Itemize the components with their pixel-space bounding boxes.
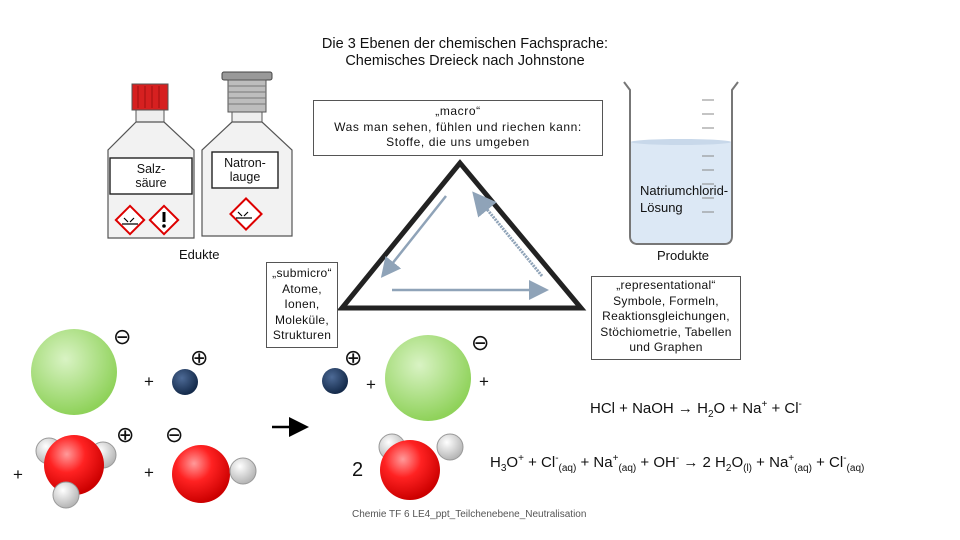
- eq1-sub-1: 2: [707, 409, 714, 420]
- eq2-p5: + OH: [636, 454, 676, 471]
- ionic-equation: H3O+ + Cl-(aq) + Na+(aq) + OH- → 2 H2O(l…: [490, 453, 864, 474]
- charge-plus-sodium-right: ⊕: [344, 345, 363, 370]
- water-coefficient: 2: [352, 459, 364, 481]
- eq2-s4: 2: [725, 463, 732, 474]
- plus-sign-2: +: [366, 375, 376, 394]
- submicro-line-5: Strukturen: [272, 328, 332, 342]
- eq2-p4: + Na: [576, 454, 613, 471]
- representational-line-3: Reaktionsgleichungen,: [602, 309, 730, 323]
- eq1-sup-2: -: [798, 399, 802, 410]
- charge-plus-sodium-left: ⊕: [190, 345, 209, 370]
- educts-label: Edukte: [179, 247, 220, 262]
- sodium-ion-right: [322, 368, 348, 394]
- charge-minus-chloride-right: ⊖: [471, 330, 490, 355]
- eq2-s7: (aq): [846, 463, 865, 474]
- beaker-label-line-1: Natriumchlorid-: [640, 183, 729, 198]
- chloride-ion-right: [385, 335, 471, 421]
- eq2-u4: -: [675, 453, 680, 464]
- macro-line-2: Was man sehen, fühlen und riechen kann:: [334, 119, 582, 134]
- molecular-equation: HCl + NaOH → H2O + Na+ + Cl-: [590, 399, 802, 420]
- eq2-p6: → 2 H: [679, 454, 726, 471]
- charge-minus-hydroxide: ⊖: [165, 422, 184, 447]
- beaker-icon: [623, 81, 739, 245]
- plus-sign-5: +: [144, 463, 154, 482]
- charge-minus-chloride-left: ⊖: [113, 324, 132, 349]
- water-molecule: [378, 433, 464, 500]
- hydroxide-ion: [172, 445, 257, 503]
- products-label: Produkte: [657, 248, 710, 263]
- eq2-p7: O: [731, 454, 744, 471]
- representational-box: „representational“ Symbole, Formeln, Rea…: [591, 276, 741, 360]
- representational-title: „representational“: [616, 278, 716, 292]
- sodium-ion-left: [172, 369, 198, 395]
- triangle-arrows: [380, 191, 549, 300]
- naoh-label-line-1: Natron-: [224, 156, 266, 170]
- chemical-triangle: [336, 159, 587, 311]
- hcl-bottle-label: Salz- säure: [112, 162, 190, 190]
- charge-plus-hydronium: ⊕: [116, 422, 135, 447]
- eq2-s1: 3: [500, 463, 507, 474]
- page-title: Die 3 Ebenen der chemischen Fachsprache:…: [260, 36, 670, 70]
- macro-box: „macro“ Was man sehen, fühlen und rieche…: [313, 100, 603, 156]
- macro-title: „macro“: [435, 104, 481, 118]
- eq2-s5: (l): [743, 463, 753, 474]
- sodium-hydroxide-bottle-icon: [201, 71, 293, 237]
- naoh-label-line-2: lauge: [229, 170, 261, 184]
- eq2-s6: (aq): [794, 463, 812, 474]
- beaker-label: Natriumchlorid- Lösung: [640, 182, 728, 216]
- beaker-label-line-2: Lösung: [640, 200, 683, 215]
- eq2-u5: +: [788, 453, 795, 464]
- eq2-p1: H: [490, 454, 501, 471]
- plus-sign-4: +: [13, 465, 23, 484]
- representational-line-4: Stöchiometrie, Tabellen: [600, 324, 732, 339]
- eq2-u2: -: [555, 453, 559, 464]
- submicro-line-2: Atome,: [282, 281, 322, 296]
- eq2-p8: + Na: [752, 454, 789, 471]
- eq2-s3: (aq): [618, 463, 637, 474]
- submicro-line-4: Moleküle,: [274, 312, 330, 327]
- eq1-part-2: O + Na: [713, 400, 762, 417]
- chloride-ion-left: [31, 329, 117, 415]
- eq1-part-3: + Cl: [767, 400, 799, 417]
- eq2-u3: +: [612, 453, 619, 464]
- naoh-bottle-label: Natron- lauge: [214, 156, 276, 184]
- eq2-p3: + Cl: [523, 454, 556, 471]
- submicro-box: „submicro“ Atome, Ionen, Moleküle, Struk…: [266, 262, 338, 348]
- eq2-u6: -: [843, 453, 847, 464]
- eq2-p9: + Cl: [811, 454, 844, 471]
- submicro-line-3: Ionen,: [284, 297, 320, 311]
- representational-line-2: Symbole, Formeln,: [613, 293, 719, 308]
- hydrochloric-acid-bottle-icon: [107, 83, 195, 239]
- macro-line-3: Stoffe, die uns umgeben: [386, 135, 530, 149]
- eq2-s2: (aq): [558, 463, 577, 474]
- eq2-p2: O: [506, 454, 519, 471]
- eq2-u1: +: [518, 453, 524, 464]
- submicro-title: „submicro“: [272, 266, 332, 280]
- hydronium-ion: [35, 435, 117, 509]
- hcl-label-line-2: säure: [135, 176, 167, 190]
- representational-line-5: und Graphen: [629, 340, 703, 354]
- eq1-part-1: HCl + NaOH → H: [590, 400, 708, 417]
- plus-sign-3: +: [479, 372, 489, 391]
- title-line-1: Die 3 Ebenen der chemischen Fachsprache:: [321, 36, 609, 52]
- plus-sign-1: +: [144, 372, 154, 391]
- footer-source: Chemie TF 6 LE4_ppt_Teilchenebene_Neutra…: [352, 509, 587, 520]
- eq1-sup-1: +: [761, 399, 768, 410]
- hcl-label-line-1: Salz-: [136, 162, 166, 176]
- title-line-2: Chemisches Dreieck nach Johnstone: [345, 53, 585, 69]
